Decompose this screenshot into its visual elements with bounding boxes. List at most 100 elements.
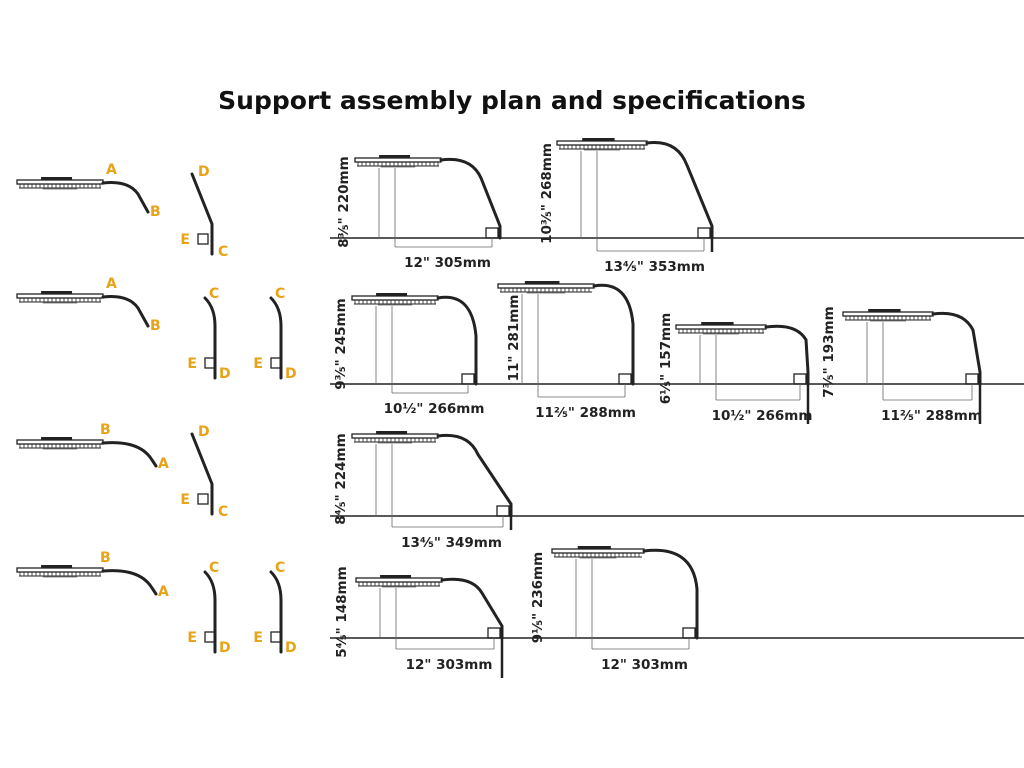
mount-plate: [485, 227, 499, 239]
config-1-2: 13⅘" 353mm 10⅗" 268mm: [539, 138, 714, 275]
support-pole: [439, 157, 502, 240]
lamp-part: BA: [16, 422, 169, 472]
support-pole: [764, 324, 810, 386]
lamp-arm: [101, 181, 150, 214]
label-e: E: [180, 492, 190, 508]
parts-row-3: BA D E C: [16, 422, 228, 520]
label-c: C: [218, 504, 228, 520]
bracket-part: CED: [187, 286, 230, 382]
mount-plate: [618, 373, 632, 385]
reach-label: 12" 305mm: [404, 255, 491, 271]
mount-plate: [197, 493, 209, 505]
bracket-arm: [190, 432, 214, 516]
label-c: C: [275, 560, 285, 576]
support-pole: [645, 140, 714, 240]
height-label: 8⅗" 220mm: [336, 156, 352, 247]
lamp-arm: [101, 295, 150, 328]
height-label: 11" 281mm: [506, 295, 522, 382]
lamp-housing: [351, 295, 439, 301]
support-pole: [436, 295, 478, 386]
mount-plate: [682, 627, 696, 639]
lamp-housing: [16, 439, 104, 445]
height-label: 10⅗" 268mm: [539, 143, 555, 244]
bracket-arm: [203, 570, 217, 654]
lamp-heatsink: [582, 138, 615, 141]
label-a: A: [158, 584, 169, 600]
height-label: 7⅗" 193mm: [821, 306, 837, 397]
mount-plate: [270, 631, 282, 643]
mount-plate: [487, 627, 501, 639]
reach-label: 13⅘" 353mm: [604, 259, 705, 275]
lamp-heatsink: [379, 155, 411, 158]
page-title: Support assembly plan and specifications: [218, 86, 806, 115]
mount-plate: [204, 631, 216, 643]
label-b: B: [150, 204, 161, 220]
lamp-housing: [16, 179, 104, 185]
bracket-part: CED: [253, 286, 296, 382]
label-d: D: [198, 424, 210, 440]
label-a: A: [158, 456, 169, 472]
lamp-part: AB: [16, 276, 161, 334]
support-pole: [931, 311, 982, 386]
support-pole: [440, 577, 504, 640]
lamp-housing: [497, 283, 595, 289]
lamp-arm: [101, 441, 158, 468]
reach-label: 13⅘" 349mm: [401, 535, 502, 551]
label-e: E: [253, 630, 263, 646]
bracket-part: CED: [187, 560, 230, 656]
reach-label: 10½" 266mm: [712, 408, 813, 424]
reach-label: 10½" 266mm: [384, 401, 485, 417]
lamp-housing: [16, 293, 104, 299]
lamp-housing: [842, 311, 934, 317]
reach-label: 12" 303mm: [406, 657, 493, 673]
lamp-heatsink: [577, 546, 611, 549]
config-2-2: 11⅖" 288mm 11" 281mm: [497, 281, 636, 421]
label-c: C: [275, 286, 285, 302]
lamp-housing: [551, 548, 645, 554]
reach-label: 12" 303mm: [601, 657, 688, 673]
height-label: 9⅗" 245mm: [333, 298, 349, 389]
lamp-housing: [354, 157, 442, 163]
mount-plate: [965, 373, 979, 385]
label-d: D: [219, 366, 231, 382]
config-3-1: 13⅘" 349mm 8⅘" 224mm: [333, 431, 513, 551]
lamp-heatsink: [376, 293, 408, 296]
lamp-housing: [556, 140, 648, 146]
label-c: C: [209, 560, 219, 576]
mount-plate: [496, 505, 510, 517]
support-pole: [436, 433, 513, 518]
label-d: D: [285, 640, 297, 656]
mount-plate: [793, 373, 807, 385]
lamp-heatsink: [868, 309, 901, 312]
lamp-heatsink: [41, 177, 73, 180]
mount-plate: [270, 357, 282, 369]
label-d: D: [198, 164, 210, 180]
label-a: A: [106, 162, 117, 178]
bracket-part: DEC: [180, 164, 228, 260]
bracket-arm: [269, 296, 283, 380]
config-1-1: 12" 305mm 8⅗" 220mm: [336, 155, 502, 271]
mount-plate: [197, 233, 209, 245]
label-c: C: [218, 244, 228, 260]
reach-label: 11⅖" 288mm: [535, 405, 636, 421]
lamp-housing: [675, 324, 767, 330]
label-e: E: [253, 356, 263, 372]
lamp-housing: [16, 567, 104, 573]
bracket-part: C E D: [253, 560, 296, 656]
height-label: 9⅕" 236mm: [530, 552, 546, 643]
lamp-heatsink: [524, 281, 560, 284]
mount-plate: [697, 227, 711, 239]
height-label: 8⅘" 224mm: [333, 433, 349, 524]
height-label: 6⅕" 157mm: [658, 313, 674, 404]
config-2-3: 10½" 266mm 6⅕" 157mm: [658, 313, 812, 424]
lamp-heatsink: [41, 291, 73, 294]
lamp-heatsink: [380, 575, 412, 578]
mount-plate: [461, 373, 475, 385]
config-2-1: 10½" 266mm 9⅗" 245mm: [333, 293, 484, 417]
lamp-part: AB: [16, 162, 161, 220]
